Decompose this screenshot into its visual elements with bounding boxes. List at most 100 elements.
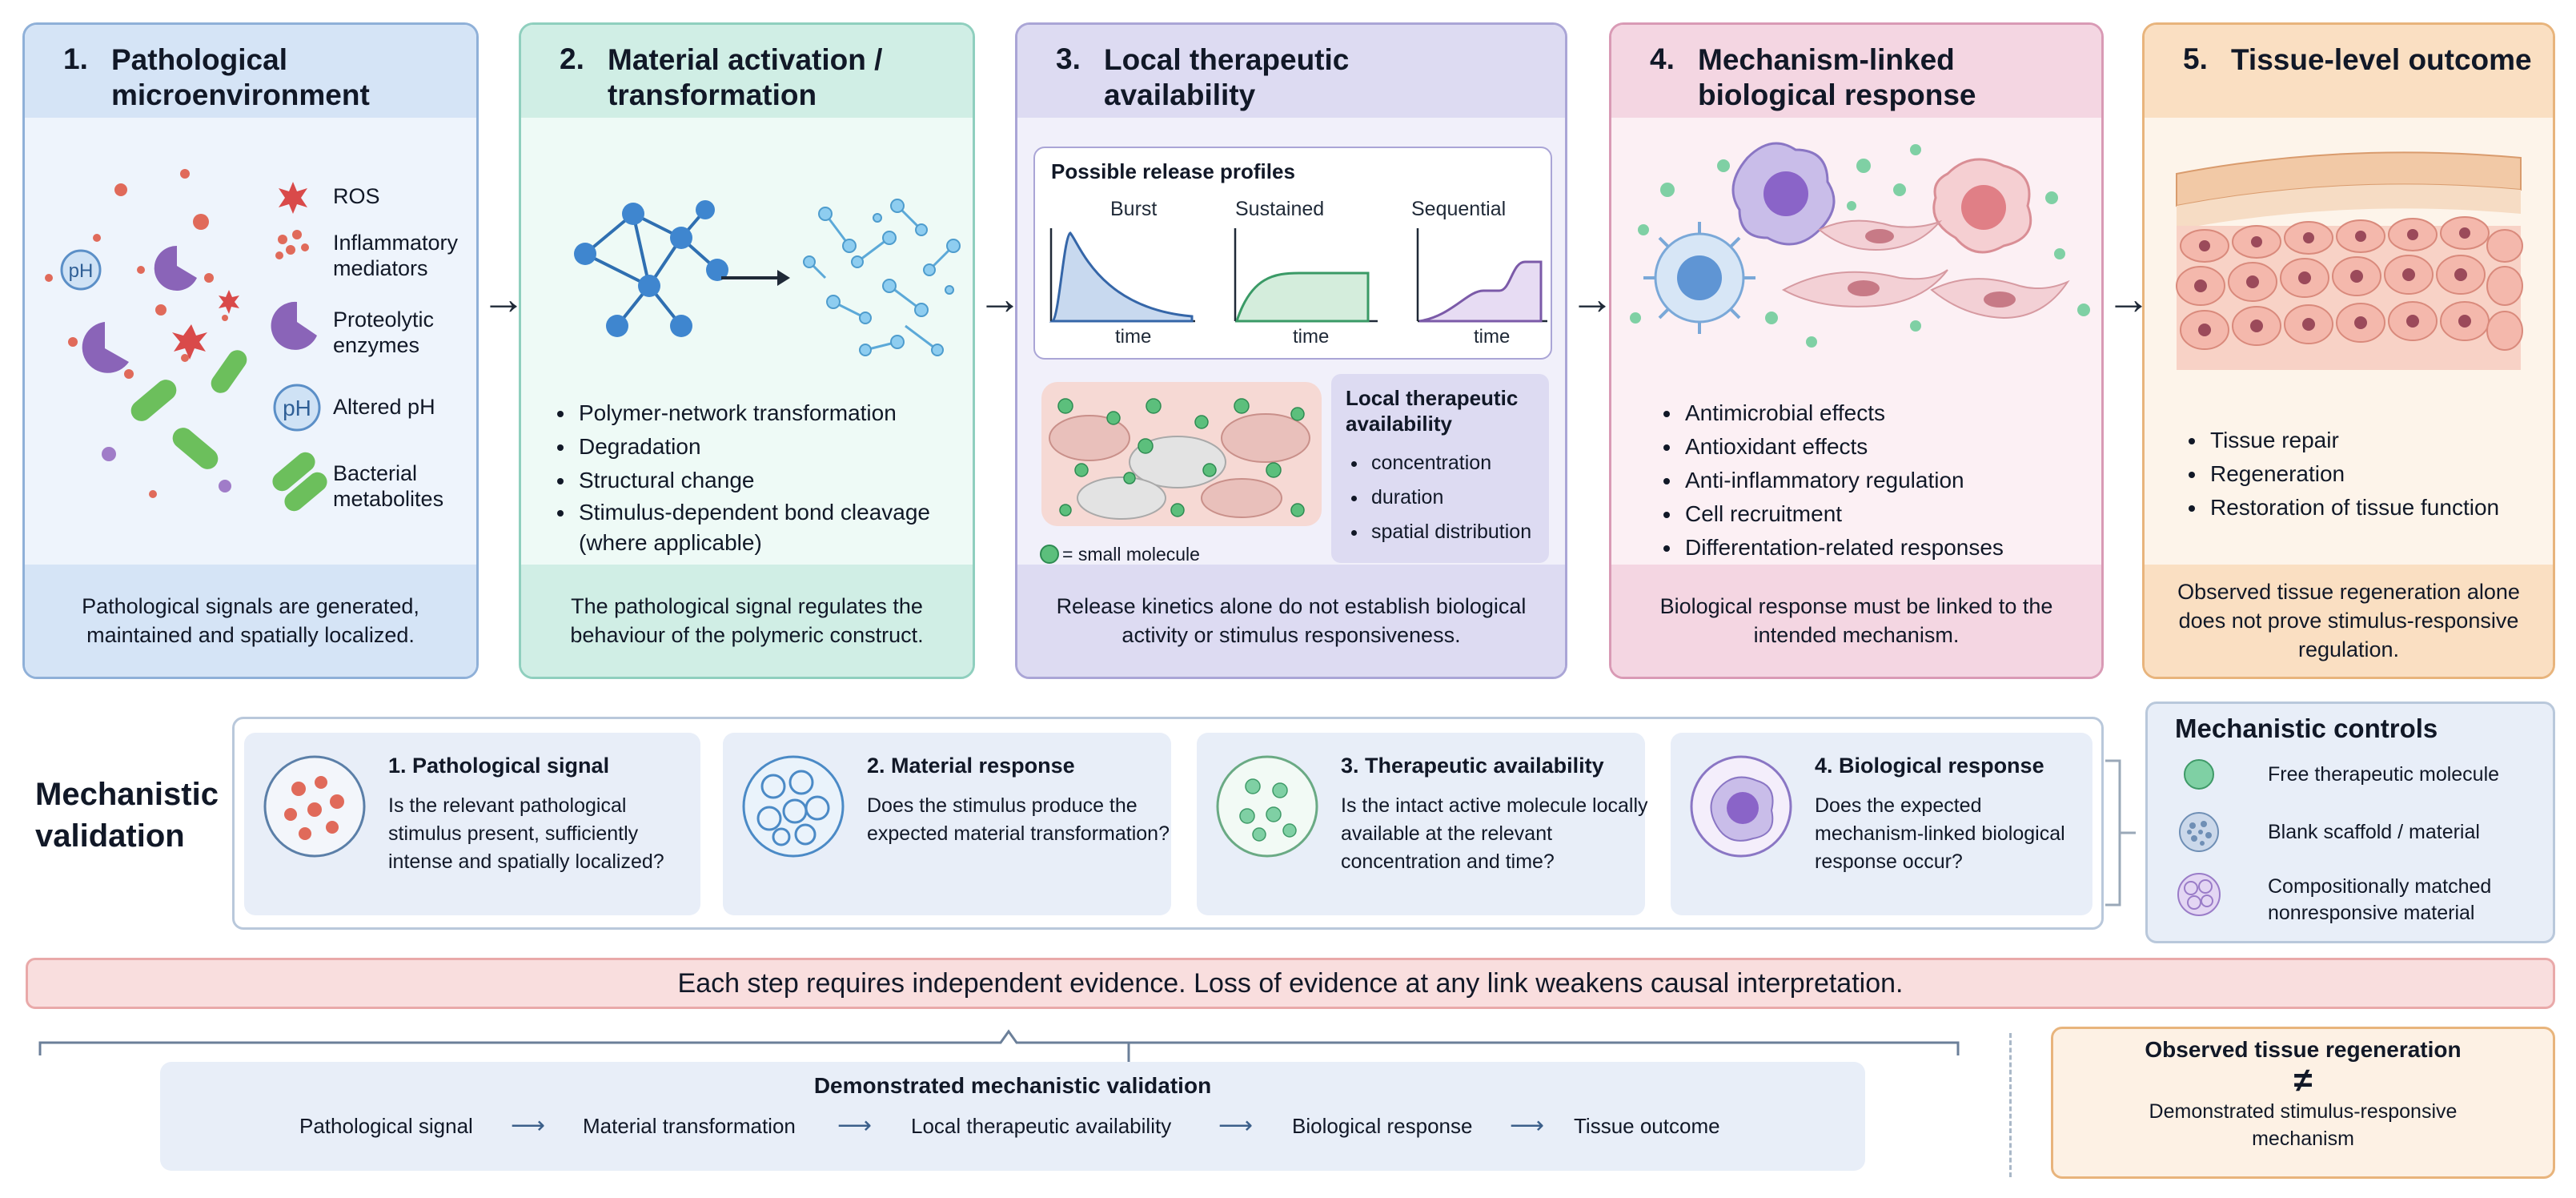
release-profile-curves bbox=[1049, 228, 1547, 323]
panel-local-therapeutic-availability: 3. Local therapeutic availability Possib… bbox=[1015, 22, 1567, 679]
mechanistic-controls-box: Mechanistic controls Free therapeutic mo… bbox=[2145, 702, 2555, 943]
small-molecule-icon bbox=[1040, 545, 1059, 564]
availability-list: concentration duration spatial distribut… bbox=[1346, 446, 1560, 549]
profile-label-sustained: Sustained bbox=[1235, 198, 1325, 220]
control-blank-scaffold: Blank scaffold / material bbox=[2268, 821, 2480, 843]
observed-title: Observed tissue regeneration bbox=[2145, 1037, 2462, 1062]
card-title: 1. Pathological signal bbox=[388, 754, 610, 778]
svg-text:pH: pH bbox=[69, 260, 94, 282]
controls-title: Mechanistic controls bbox=[2175, 714, 2438, 743]
card-question: Is the intact active molecule locally av… bbox=[1341, 794, 1648, 873]
macrophage-cell-icon bbox=[1731, 142, 1836, 246]
material-bullet-list: Polymer-network transformation Degradati… bbox=[553, 396, 973, 558]
bullet-item: Antimicrobial effects bbox=[1682, 396, 2101, 430]
validation-card-biological-response: 4. Biological response Does the expected… bbox=[1671, 733, 2092, 915]
panel-header: 1. Pathological microenvironment bbox=[25, 25, 476, 118]
flow-arrow-icon: ⟶ bbox=[511, 1112, 546, 1139]
fibroblast-cell-icon bbox=[1781, 219, 2070, 320]
microenvironment-illustration: pH pH bbox=[45, 169, 327, 512]
demonstrated-validation-box: Demonstrated mechanistic validation bbox=[160, 1062, 1865, 1171]
bullet-item: Cell recruitment bbox=[1682, 497, 2101, 531]
legend-altered-ph: Altered pH bbox=[333, 395, 435, 419]
availability-item: concentration bbox=[1368, 446, 1560, 480]
panel-footer: Release kinetics alone do not establish … bbox=[1017, 565, 1565, 677]
release-profiles-box: Possible release profiles Burst Sustaine… bbox=[1033, 147, 1552, 360]
observed-regeneration-box: Observed tissue regeneration ≠ Demonstra… bbox=[2051, 1027, 2555, 1179]
arrow-right-icon: → bbox=[481, 273, 526, 324]
pathological-signal-icon bbox=[263, 755, 366, 858]
ph-icon: pH bbox=[60, 249, 102, 291]
card-question: Does the expected mechanism-linked biolo… bbox=[1815, 794, 2065, 873]
svg-text:pH: pH bbox=[283, 396, 311, 420]
tissue-bullet-list: Tissue repair Regeneration Restoration o… bbox=[2185, 424, 2553, 525]
bullet-item: Restoration of tissue function bbox=[2207, 491, 2553, 525]
panel-title: Local therapeutic availability bbox=[1104, 43, 1350, 111]
time-axis-label: time bbox=[1293, 326, 1330, 348]
tissue-release-illustration bbox=[1040, 382, 1322, 564]
proteolytic-enzyme-icon bbox=[271, 301, 317, 350]
mechanistic-validation-heading: Mechanistic validation bbox=[35, 777, 219, 854]
card-question: Is the relevant pathological stimulus pr… bbox=[388, 794, 664, 873]
availability-item: duration bbox=[1368, 480, 1560, 515]
bullet-item: Antioxidant effects bbox=[1682, 430, 2101, 464]
panel-number: 4. bbox=[1650, 42, 1675, 75]
bullet-item: Structural change bbox=[576, 464, 973, 497]
card-title: 3. Therapeutic availability bbox=[1341, 754, 1604, 778]
card-title: 4. Biological response bbox=[1815, 754, 2044, 778]
panel-material-activation: 2. Material activation / transformation bbox=[519, 22, 975, 679]
evidence-banner: Each step requires independent evidence.… bbox=[26, 958, 2555, 1009]
legend-proteolytic-enzymes: Proteolytic enzymes bbox=[333, 308, 435, 357]
panel-body: Possible release profiles Burst Sustaine… bbox=[1017, 118, 1565, 566]
availability-item: spatial distribution bbox=[1368, 515, 1560, 549]
time-axis-label: time bbox=[1115, 326, 1152, 348]
card-title: 2. Material response bbox=[867, 754, 1075, 778]
panel-body: Tissue repair Regeneration Restoration o… bbox=[2145, 118, 2553, 566]
controls-icons bbox=[2177, 759, 2221, 916]
banner-text: Each step requires independent evidence.… bbox=[677, 967, 1904, 999]
demonstrated-title: Demonstrated mechanistic validation bbox=[813, 1073, 1212, 1098]
legend-bacterial-metabolites: Bacterial metabolites bbox=[333, 461, 444, 511]
bullet-item: Anti-inflammatory regulation bbox=[1682, 464, 2101, 497]
blank-scaffold-icon bbox=[2179, 812, 2219, 852]
flow-step-local-availability: Local therapeutic availability bbox=[911, 1114, 1172, 1138]
validation-card-therapeutic-availability: 3. Therapeutic availability Is the intac… bbox=[1197, 733, 1648, 915]
material-response-icon bbox=[742, 755, 845, 858]
panel-body: pH pH bbox=[25, 118, 476, 566]
tissue-section-illustration bbox=[2176, 151, 2523, 370]
card-question: Does the stimulus produce the expected m… bbox=[867, 794, 1170, 845]
flow-arrow-icon: ⟶ bbox=[837, 1112, 873, 1139]
panel-biological-response: 4. Mechanism-linked biological response bbox=[1609, 22, 2104, 679]
availability-title: Local therapeutic availability bbox=[1346, 386, 1519, 436]
panel-number: 3. bbox=[1056, 42, 1081, 75]
panel-tissue-outcome: 5. Tissue-level outcome bbox=[2142, 22, 2555, 679]
control-nonresponsive-material: Compositionally matched nonresponsive ma… bbox=[2268, 875, 2492, 924]
validation-frame bbox=[232, 717, 2104, 930]
panel-body: Antimicrobial effects Antioxidant effect… bbox=[1611, 118, 2101, 566]
bullet-item: Differentation-related responses bbox=[1682, 531, 2101, 565]
panel-footer: The pathological signal regulates the be… bbox=[521, 565, 973, 677]
control-free-therapeutic-molecule: Free therapeutic molecule bbox=[2268, 763, 2500, 786]
panel-footer: Biological response must be linked to th… bbox=[1611, 565, 2101, 677]
flow-step-pathological-signal: Pathological signal bbox=[299, 1114, 473, 1138]
legend-inflammatory-mediators: Inflammatory mediators bbox=[333, 231, 459, 280]
profile-label-sequential: Sequential bbox=[1411, 198, 1507, 220]
panel-header: 4. Mechanism-linked biological response bbox=[1611, 25, 2101, 118]
not-equal-symbol: ≠ bbox=[2293, 1061, 2313, 1099]
immune-cell-icon bbox=[1643, 222, 1755, 334]
flow-step-tissue-outcome: Tissue outcome bbox=[1574, 1114, 1720, 1138]
panel-number: 1. bbox=[63, 42, 88, 75]
panel-number: 5. bbox=[2183, 42, 2208, 75]
profile-label-burst: Burst bbox=[1110, 198, 1158, 220]
time-axis-label: time bbox=[1474, 326, 1511, 348]
therapeutic-availability-icon bbox=[1216, 755, 1318, 858]
panel-title: Tissue-level outcome bbox=[2231, 43, 2532, 76]
dashed-divider bbox=[2009, 1033, 2012, 1177]
panel-body: Polymer-network transformation Degradati… bbox=[521, 118, 973, 566]
panel-footer: Observed tissue regeneration alone does … bbox=[2145, 565, 2553, 677]
controls-bracket bbox=[2105, 759, 2136, 907]
panel-title: Material activation / transformation bbox=[608, 43, 883, 111]
bullet-item: Tissue repair bbox=[2207, 424, 2553, 457]
panel-header: 5. Tissue-level outcome bbox=[2145, 25, 2553, 118]
panel-pathological-microenvironment: 1. Pathological microenvironment pH bbox=[22, 22, 479, 679]
flow-arrow-icon: ⟶ bbox=[1218, 1112, 1254, 1139]
